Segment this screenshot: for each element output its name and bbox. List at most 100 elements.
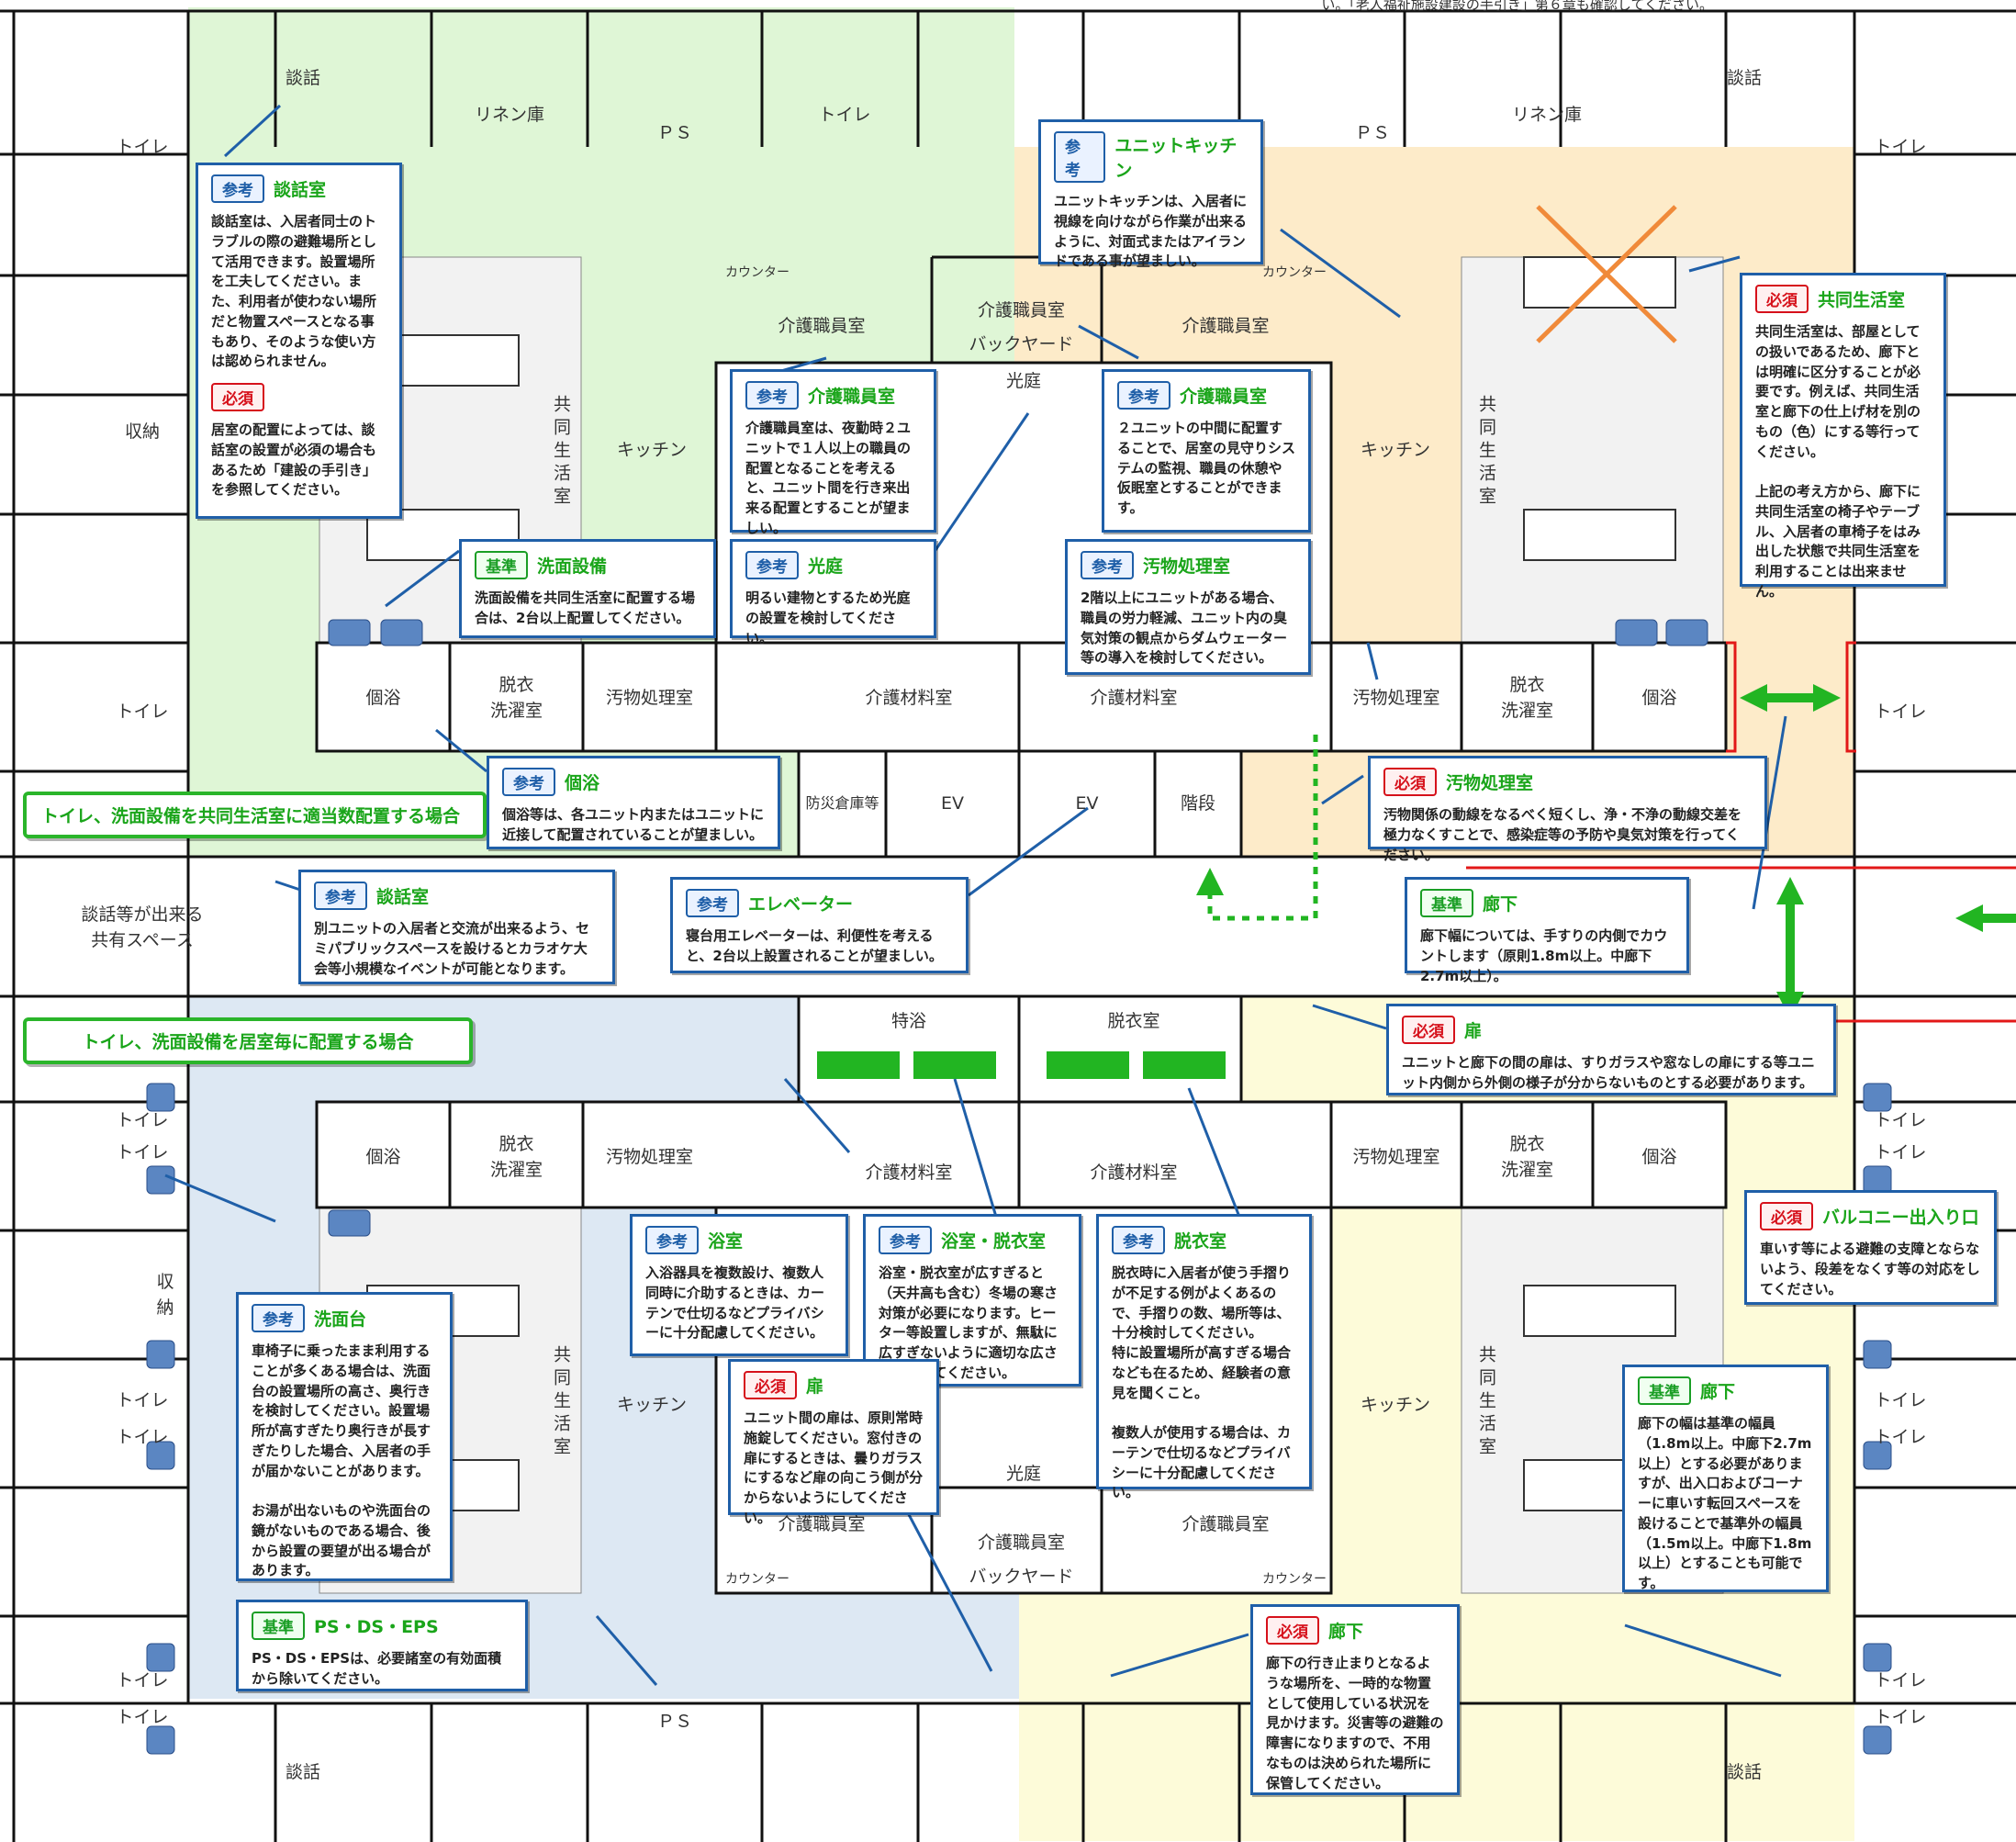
room-courtyard-b: 光庭	[1005, 1463, 1041, 1484]
room-datsui-tl: 脱衣 洗濯室	[450, 666, 583, 730]
callout-text: 2階以上にユニットがある場合、職員の労力軽減、ユニット内の臭気対策の観点からダム…	[1081, 590, 1288, 667]
room-toilet-bl6: トイレ	[116, 1706, 169, 1727]
callout-text: 介護職員室は、夜勤時２ユニットで１人以上の職員の配置となることを考えると、ユニッ…	[745, 420, 912, 536]
storage-c1: 収	[156, 1271, 174, 1292]
callout-text: 明るい建物とするため光庭の設置を検討してください。	[745, 590, 911, 646]
callout-title: 扉	[806, 1376, 824, 1397]
reference-badge: 参考	[745, 381, 799, 410]
room-stairs: 階段	[1180, 792, 1215, 814]
room-toilet-r1: トイレ	[1874, 136, 1927, 157]
room-kitchen-bl: キッチン	[616, 1394, 687, 1415]
callout-corridor-dead-end: 必須 廊下 廊下の行き止まりとなるような場所を、一時的な物置として使用している状…	[1250, 1604, 1460, 1795]
callout-title: 汚物処理室	[1143, 556, 1231, 577]
callout-unit-door: 必須 扉 ユニット間の扉は、原則常時施錠してください。窓付きの扉にするときは、曇…	[728, 1359, 939, 1526]
room-counter-bl: カウンター	[725, 1572, 790, 1587]
room-kosuke-tl: 個浴	[365, 687, 401, 708]
callout-text: 廊下の行き止まりとなるような場所を、一時的な物置として使用している状況を見かけま…	[1266, 1655, 1444, 1791]
room-staff-tr: 介護職員室	[1182, 315, 1270, 336]
room-danwa-br: 談話	[1726, 1761, 1762, 1782]
reference-badge: 参考	[1081, 551, 1134, 579]
datsui-br1: 脱衣	[1509, 1133, 1545, 1154]
room-datsui-br: 脱衣 洗濯室	[1462, 1125, 1593, 1189]
room-toilet-bl1: トイレ	[116, 1109, 169, 1130]
callout-conversation-room: 参考 談話室 談話室は、入居者同士のトラブルの際の避難場所として活用できます。設…	[196, 163, 402, 519]
room-toilet-br5: トイレ	[1874, 1669, 1927, 1690]
room-soiled-tr: 汚物処理室	[1352, 687, 1440, 708]
datsui-r1: 脱衣	[1509, 674, 1545, 695]
callout-text: 談話室は、入居者同士のトラブルの際の避難場所として活用できます。設置場所を工夫し…	[211, 213, 377, 370]
callout-title: バルコニー出入り口	[1822, 1207, 1979, 1228]
room-ps-b: ＰＳ	[656, 1711, 692, 1732]
callout-text: 別ユニットの入居者と交流が出来るよう、セミパブリックスペースを設けるとカラオケ大…	[314, 920, 590, 977]
room-staff-tl: 介護職員室	[778, 315, 866, 336]
reference-badge: 参考	[1054, 131, 1106, 183]
reference-badge: 参考	[1117, 381, 1170, 410]
callout-washbasin: 基準 洗面設備 洗面設備を共同生活室に配置する場合は、2台以上配置してください。	[459, 539, 716, 638]
reference-badge: 参考	[211, 174, 264, 203]
callout-text: 寝台用エレベーターは、利便性を考えると、2台以上設置されることが望ましい。	[686, 927, 943, 964]
room-counter-tl: カウンター	[725, 265, 790, 280]
room-soiled-br: 汚物処理室	[1352, 1146, 1440, 1167]
reference-badge: 参考	[686, 889, 739, 917]
standard-badge: 基準	[1420, 889, 1473, 917]
room-danwa-bl: 談話	[285, 1761, 320, 1782]
reference-badge: 参考	[252, 1304, 305, 1332]
callout-text: ユニット間の扉は、原則常時施錠してください。窓付きの扉にするときは、曇りガラスに…	[744, 1410, 924, 1526]
callout-text: PS・DS・EPSは、必要諸室の有効面積から除いてください。	[252, 1650, 502, 1687]
scenario-top: トイレ、洗面設備を共同生活室に適当数配置する場合	[23, 792, 487, 838]
room-toilet-l1: トイレ	[116, 136, 169, 157]
room-datsui-tr: 脱衣 洗濯室	[1462, 666, 1593, 730]
room-kitchen-tr: キッチン	[1360, 439, 1430, 460]
callout-title: 介護職員室	[1180, 387, 1268, 407]
callout-title: 個浴	[565, 773, 600, 793]
room-undress: 脱衣室	[1107, 1011, 1160, 1032]
datsui-br2: 洗濯室	[1500, 1160, 1553, 1180]
room-ev2: EV	[1075, 792, 1099, 814]
standard-badge: 基準	[1638, 1376, 1691, 1405]
callout-sink: 参考 洗面台 車椅子に乗ったまま利用することが多くある場合は、洗面台の設置場所の…	[236, 1292, 453, 1581]
room-backyard-t: バックヤード	[969, 333, 1074, 354]
required-badge: 必須	[744, 1371, 797, 1399]
room-toilet-br3: トイレ	[1874, 1389, 1927, 1410]
callout-title: 洗面台	[314, 1309, 367, 1330]
callout-staff-room-center: 参考 介護職員室 ２ユニットの中間に配置することで、居室の見守りシステムの監視、…	[1102, 369, 1311, 533]
datsui-bl1: 脱衣	[498, 1133, 534, 1154]
datsui-r2: 洗濯室	[1500, 701, 1553, 721]
callout-title: PS・DS・EPS	[314, 1617, 439, 1637]
room-storage-bl: 収 納	[147, 1249, 184, 1341]
room-kitchen-br: キッチン	[1360, 1394, 1430, 1415]
room-common-tl: 共同生活室	[551, 395, 571, 510]
callout-text: 洗面設備を共同生活室に配置する場合は、2台以上配置してください。	[475, 590, 696, 626]
room-linen-t2: リネン庫	[1511, 104, 1582, 125]
callout-text: 個浴等は、各ユニット内またはユニットに近接して配置されていることが望ましい。	[502, 806, 765, 843]
reference-badge: 参考	[645, 1226, 699, 1254]
common-room-tr	[1461, 256, 1724, 644]
callout-individual-bath: 参考 個浴 個浴等は、各ユニット内またはユニットに近接して配置されていることが望…	[487, 756, 780, 849]
room-kosuke-bl: 個浴	[365, 1146, 401, 1167]
room-danwa-tl: 談話	[285, 67, 320, 88]
room-toilet-bl4: トイレ	[116, 1426, 169, 1447]
room-kosuke-br: 個浴	[1641, 1146, 1677, 1167]
required-badge: 必須	[1402, 1016, 1455, 1044]
callout-title: 浴室	[708, 1231, 744, 1252]
scenario-bottom: トイレ、洗面設備を居室毎に配置する場合	[23, 1017, 473, 1064]
room-courtyard-t: 光庭	[1005, 370, 1041, 391]
datsui-l1: 脱衣	[498, 674, 534, 695]
callout-text: ユニットと廊下の間の扉は、すりガラスや窓なしの扉にする等ユニット内側から外側の様…	[1402, 1054, 1815, 1091]
callout-ps-ds-eps: 基準 PS・DS・EPS PS・DS・EPSは、必要諸室の有効面積から除いてくだ…	[236, 1600, 528, 1691]
callout-text: ユニットキッチンは、入居者に視線を向けながら作業が出来るように、対面式またはアイ…	[1054, 193, 1248, 270]
callout-courtyard: 参考 光庭 明るい建物とするため光庭の設置を検討してください。	[730, 539, 936, 646]
room-material-t2: 介護材料室	[1090, 687, 1178, 708]
callout-text: 廊下幅については、手すりの内側でカウントします（原則1.8m以上。中廊下2.7m…	[1420, 927, 1668, 984]
callout-undress-room: 参考 脱衣室 脱衣時に入居者が使う手摺りが不足する例がよくあるので、手摺りの数、…	[1096, 1214, 1312, 1500]
room-ev1: EV	[940, 792, 964, 814]
room-kosuke-tr: 個浴	[1641, 687, 1677, 708]
room-storage-l: 収納	[124, 421, 160, 442]
room-toilet-br6: トイレ	[1874, 1706, 1927, 1727]
callout-text: 共同生活室は、部屋としての扱いであるため、廊下とは明確に区分することが必要です。…	[1755, 323, 1921, 600]
reference-badge: 参考	[745, 551, 799, 579]
room-staff-bc: 介護職員室	[977, 1532, 1065, 1553]
callout-title: 光庭	[808, 556, 844, 577]
callout-text: 汚物関係の動線をなるべく短くし、浄・不浄の動線交差を極力なくすことで、感染症等の…	[1383, 806, 1742, 863]
room-material-b1: 介護材料室	[865, 1162, 953, 1183]
